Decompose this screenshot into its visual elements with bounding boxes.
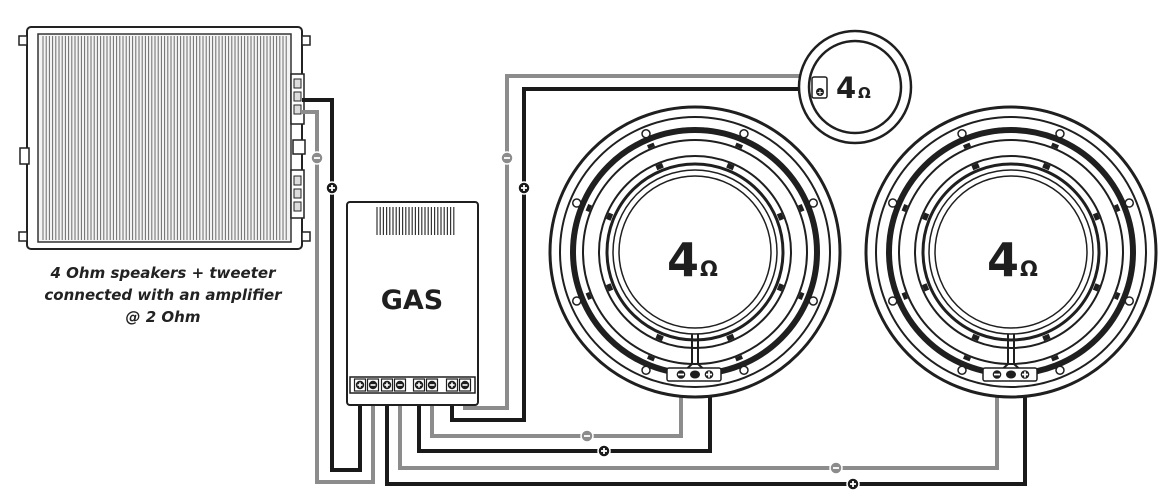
crossover-terminal	[458, 378, 472, 392]
crossover-terminal	[380, 378, 394, 392]
negative-marker	[310, 151, 324, 165]
woofer-right-negative-wire	[398, 374, 999, 470]
caption-line-3: @ 2 Ohm	[125, 308, 201, 326]
positive-marker	[597, 444, 611, 458]
amp-negative-wire	[302, 110, 375, 484]
crossover-terminal	[393, 378, 407, 392]
positive-marker	[846, 477, 860, 491]
amp-positive-wire	[302, 98, 362, 472]
woofer-left-positive-wire	[417, 374, 712, 453]
positive-marker	[517, 181, 531, 195]
tweeter-ohm-symbol: Ω	[858, 84, 871, 102]
negative-marker	[500, 151, 514, 165]
woofer-right	[864, 105, 1158, 399]
woofer-right-impedance: 4	[987, 233, 1019, 287]
crossover-terminal	[412, 378, 426, 392]
crossover-brand: GAS	[381, 285, 444, 316]
woofer-right-positive-wire	[385, 374, 1027, 486]
negative-marker	[829, 461, 843, 475]
polarity-markers	[310, 151, 860, 491]
tweeter: + 4 Ω	[797, 29, 913, 145]
crossover-terminal	[445, 378, 459, 392]
crossover: GAS	[346, 201, 479, 406]
woofer-right-ohm-symbol: Ω	[1020, 257, 1038, 281]
caption-line-2: connected with an amplifier	[44, 286, 282, 304]
crossover-terminal	[425, 378, 439, 392]
svg-text:+: +	[817, 88, 824, 97]
tweeter-impedance: 4	[836, 71, 856, 105]
caption-line-1: 4 Ohm speakers + tweeter	[50, 264, 276, 282]
woofer-left-impedance: 4	[667, 233, 699, 287]
diagram-caption: 4 Ohm speakers + tweeter connected with …	[28, 262, 298, 328]
woofer-left	[548, 105, 842, 399]
amplifier	[18, 26, 311, 250]
crossover-terminal	[366, 378, 380, 392]
negative-marker	[580, 429, 594, 443]
woofer-left-ohm-symbol: Ω	[700, 257, 718, 281]
woofer-left-negative-wire	[430, 374, 683, 438]
crossover-terminal	[353, 378, 367, 392]
positive-marker	[325, 181, 339, 195]
